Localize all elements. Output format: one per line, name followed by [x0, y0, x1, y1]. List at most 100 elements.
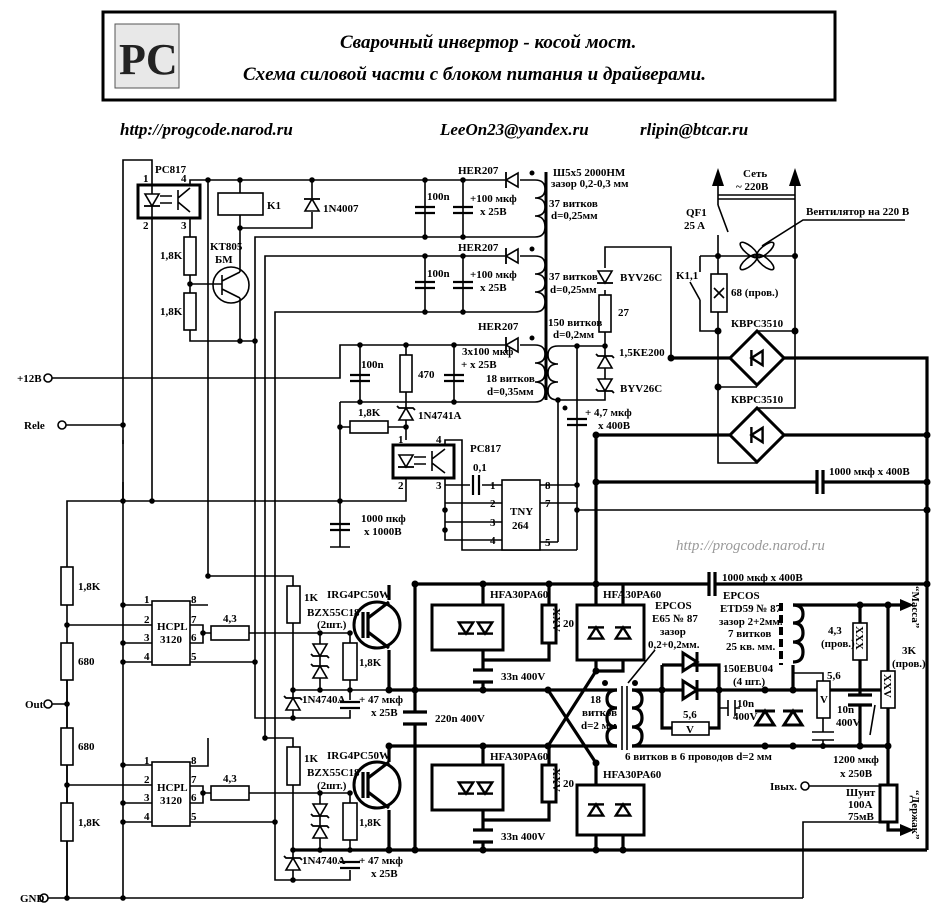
label-capacitor-voltage: x 25В [480, 206, 507, 218]
pin-label: 2 [143, 220, 149, 232]
dc-bus [293, 356, 929, 852]
label-wire: d=2 мм [581, 720, 617, 732]
pin-label: 3 [144, 632, 150, 644]
relay-k1 [217, 192, 264, 216]
terminal-gnd[interactable] [39, 893, 49, 903]
label-epcos: EPCOS [655, 600, 692, 612]
label-hfa30pa60: HFA30PA60 [490, 751, 549, 763]
header-box: PC Сварочный инвертор - косой мост. Схем… [101, 10, 837, 102]
pin-label: 4 [144, 811, 150, 823]
label-capacitor: 100n [427, 268, 450, 280]
label-igbt: IRG4PC50W [327, 589, 390, 601]
labels: +12В Rele Out GND Iвых. PC817 1 4 2 3 K1… [17, 164, 926, 905]
label-150ebu04: 150EBU04 [723, 663, 774, 675]
varistor-marking: V [686, 724, 694, 736]
label-capacitor: + 47 мкф [359, 694, 403, 706]
resistor-680 [60, 642, 74, 681]
label-resistor: 1,8K [78, 581, 101, 593]
resistor-1k [286, 585, 301, 624]
terminal-iout[interactable] [800, 781, 810, 791]
label-capacitor: 1200 мкф [833, 754, 879, 766]
label-hcpl-number: 3120 [160, 634, 183, 646]
zener-1n4740a [283, 695, 303, 711]
label-capacitor: 100n [361, 359, 384, 371]
label-hfa30pa60: HFA30PA60 [490, 589, 549, 601]
email-link-2[interactable]: rlipin@btcar.ru [640, 120, 748, 139]
resistor-1k8 [183, 236, 197, 276]
label-capacitor-voltage: 400V [836, 717, 861, 729]
label-output-massa: “Масса” [909, 586, 921, 628]
logo: PC [114, 23, 180, 89]
label-k1-1: K1,1 [676, 270, 698, 282]
diode-byv26c [595, 378, 615, 394]
label-capacitor: + 47 мкф [359, 855, 403, 867]
transistor-kt805 [212, 266, 250, 304]
main-transformer-e65 [602, 680, 644, 750]
resistor-1k [286, 746, 301, 786]
label-resistor: 1,8K [359, 657, 382, 669]
zener-1n4741a [396, 405, 416, 421]
pin-label: 8 [191, 594, 197, 606]
label-output-derzhak: “Держак” [909, 790, 921, 840]
varistor-20 [540, 763, 558, 804]
site-link[interactable]: http://progcode.narod.ru [120, 120, 293, 139]
label-zener: 1N4741A [418, 410, 461, 422]
label-core-etd59: ETD59 № 87 [720, 603, 782, 615]
label-gap: зазор 2+2мм. [719, 616, 783, 628]
capacitor-10n [727, 700, 736, 716]
diode-150ebu04 [753, 709, 777, 727]
wires-control [48, 159, 672, 898]
label-turns: 7 витков [728, 628, 771, 640]
diode-150ebu04 [681, 650, 699, 674]
terminal-rele[interactable] [57, 420, 67, 430]
label-gnd: GND [20, 893, 45, 905]
pin-label: 7 [191, 774, 197, 786]
label-pc817: PC817 [470, 443, 502, 455]
label-capacitor: +100 мкф [470, 269, 517, 281]
resistor-470 [399, 354, 413, 393]
label-resistor: 1,8K [78, 817, 101, 829]
label-varistor: 20 [563, 778, 575, 790]
tvs-1-5ke200 [595, 353, 615, 369]
pin-label: 3 [181, 220, 187, 232]
label-hcpl: HCPL [157, 782, 188, 794]
watermark: http://progcode.narod.ru [676, 538, 825, 554]
label-epcos: EPCOS [723, 590, 760, 602]
pin-label: 4 [144, 651, 150, 663]
winding-18 [534, 344, 546, 403]
label-zener-count: (2шт.) [317, 619, 347, 631]
label-wire: d=0,2мм [553, 329, 595, 341]
pin-label: 3 [490, 517, 496, 529]
label-capacitor: 100n [427, 191, 450, 203]
resistor-1k8 [60, 802, 74, 842]
label-k1: K1 [267, 200, 281, 212]
winding-37-b [534, 255, 546, 313]
label-core-gap: зазор 0,2-0,3 мм [551, 178, 629, 190]
email-link-1[interactable]: LeeOn23@yandex.ru [439, 120, 589, 139]
pin-label: 5 [191, 811, 197, 823]
pin-label: 6 [191, 792, 197, 804]
pin-label: 7 [545, 498, 551, 510]
label-rele: Rele [24, 420, 45, 432]
label-wire: d=0,25мм [551, 210, 598, 222]
bridge-kbpc3510-1 [727, 328, 787, 388]
fan-icon [739, 241, 775, 271]
terminal-out[interactable] [43, 699, 53, 709]
shunt [878, 783, 899, 824]
resistor-4-3 [210, 785, 250, 801]
terminal-plus12v[interactable] [43, 373, 53, 383]
pin-label: 1 [398, 434, 404, 446]
resistor-4-3-wire [852, 622, 868, 661]
varistor-marking: XXV [550, 608, 562, 632]
label-capacitor-voltage: 400V [733, 711, 758, 723]
label-zener: BZX55C18 [307, 607, 360, 619]
pin-label: 8 [191, 755, 197, 767]
label-turns: 18 витков [486, 373, 535, 385]
label-resistor: 1,8K [160, 306, 183, 318]
label-iout: Iвых. [770, 781, 797, 793]
pin-label: 1 [143, 173, 149, 185]
label-resistor: 27 [618, 307, 630, 319]
logo-text: PC [119, 35, 178, 84]
label-section: 25 кв. мм. [726, 641, 776, 653]
